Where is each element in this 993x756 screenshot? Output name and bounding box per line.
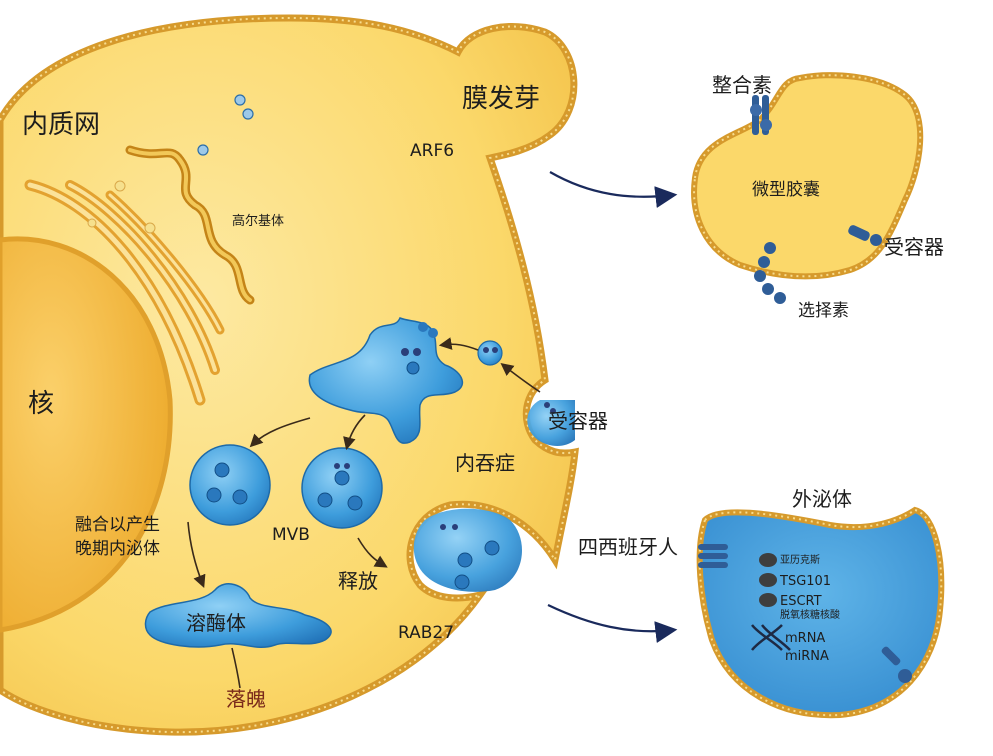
label-integrin: 整合素 — [712, 73, 772, 97]
tsg101-protein — [759, 573, 777, 587]
label-fuse-1: 融合以产生 — [75, 515, 160, 535]
exosome — [696, 506, 945, 719]
label-nucleus: 核 — [28, 389, 54, 419]
label-arf6: ARF6 — [410, 141, 454, 161]
label-dna: 脱氧核糖核酸 — [780, 608, 840, 621]
label-budding: 膜发芽 — [462, 84, 540, 114]
label-tsg101: TSG101 — [779, 574, 831, 589]
label-selectin: 选择素 — [798, 301, 849, 321]
late-endosome — [189, 444, 271, 526]
golgi-apparatus — [125, 145, 255, 305]
alix-protein — [759, 553, 777, 567]
nucleus — [0, 236, 173, 633]
label-mirna: miRNA — [785, 649, 829, 664]
cell-membrane — [0, 14, 579, 736]
label-fuse-2: 晚期内泌体 — [75, 539, 160, 559]
multivesicular-body — [301, 447, 383, 529]
early-endosome — [308, 317, 464, 444]
label-receptor-cell: 受容器 — [548, 409, 608, 433]
label-mvb: MVB — [272, 525, 310, 545]
label-escrt: ESCRT — [780, 594, 822, 609]
endoplasmic-reticulum — [24, 179, 225, 406]
selectin-protein — [754, 242, 786, 304]
label-exosome: 外泌体 — [792, 487, 852, 511]
cell — [0, 14, 579, 736]
label-rab27: RAB27 — [398, 623, 454, 643]
dna-helix — [751, 624, 791, 651]
label-tetraspanin: 四西班牙人 — [578, 535, 678, 559]
label-alix: 亚历克斯 — [780, 553, 820, 566]
exocytosis-pocket — [413, 508, 522, 592]
lysosome — [144, 583, 332, 648]
label-receptor-mv: 受容器 — [884, 235, 944, 259]
label-mrna: mRNA — [785, 631, 825, 646]
incoming-vesicle — [477, 340, 503, 366]
label-endocytosis: 内吞症 — [455, 451, 515, 475]
label-lysosome: 溶酶体 — [186, 611, 246, 635]
label-degrade: 落魄 — [226, 687, 266, 711]
free-vesicles — [197, 94, 254, 156]
microvesicle — [691, 72, 924, 304]
internal-arrows — [187, 337, 541, 689]
label-release: 释放 — [338, 569, 378, 593]
exosome-receptor — [881, 646, 912, 683]
label-microvesicle: 微型胶囊 — [752, 180, 820, 200]
label-er: 内质网 — [22, 110, 100, 140]
endocytic-pit — [527, 400, 575, 446]
receptor-protein — [848, 225, 882, 246]
export-arrows — [547, 171, 678, 643]
escrt-protein — [759, 593, 777, 607]
integrin-protein — [750, 95, 772, 135]
label-golgi: 高尔基体 — [232, 213, 284, 229]
tetraspanin-protein — [698, 544, 728, 568]
